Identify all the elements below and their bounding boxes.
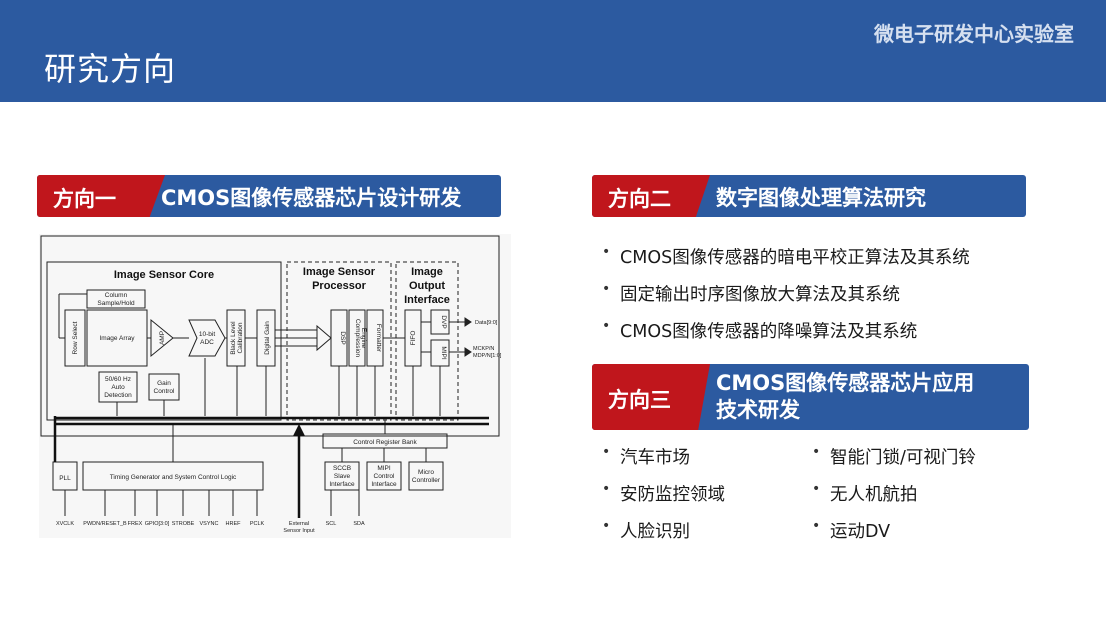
pin-scl: SCL [326,521,337,527]
list-item: 安防监控领域 [598,481,725,518]
pin-frex: FREX [128,521,143,527]
list-item: 智能门锁/可视门铃 [808,444,976,481]
header-bar: 研究方向 微电子研发中心实验室 [0,0,1106,102]
amp-label: AMP [159,331,166,345]
section2-title: 数字图像处理算法研究 [716,186,926,210]
black-level-label-2: Calibration [237,322,244,353]
micro-label-1: Micro [418,469,434,476]
compression-label-1: Compression [354,319,361,358]
list-item: CMOS图像传感器的暗电平校正算法及其系统 [598,244,970,281]
dvp-label: DVP [440,315,447,328]
compression-label-2: Engine [360,328,367,349]
section1-tag-bg [37,175,165,217]
mipi-ctrl-label-2: Control [374,473,396,480]
micro-box [408,461,444,491]
pin-sda: SDA [353,521,365,527]
list-item: 人脸识别 [598,518,725,555]
image-array-label: Image Array [99,335,135,342]
auto-label-1: 50/60 Hz [105,376,131,383]
section2-tag-bg [592,175,710,217]
row-select-label: Row Select [72,321,79,354]
mipi-out-label-1: MCKP/N [473,346,494,352]
processor-box [286,261,392,421]
output-title-3: Interface [404,294,450,306]
auto-label-3: Detection [104,392,132,399]
section3-list-right: 智能门锁/可视门铃 无人机航拍 运动DV [808,444,976,555]
block-diagram-svg: Image Sensor Core Image Sensor Processor… [40,235,502,534]
processor-title-1: Image Sensor [303,266,376,278]
section3-title-line1: CMOS图像传感器芯片应用 [716,371,975,395]
ext-input-label-2: Sensor Input [283,528,315,534]
section3-tag-bg [592,364,710,430]
lab-name: 微电子研发中心实验室 [874,22,1074,46]
pin-xvclk: XVCLK [56,521,74,527]
section1-banner: 方向一 CMOS图像传感器芯片设计研发 [37,175,501,217]
digital-gain-label: Digital Gain [264,321,271,355]
pin-pwdn: PWDN/RESET_B [83,521,127,527]
section3-title-line2: 技术研发 [716,398,800,422]
sccb-label-2: Slave [334,473,351,480]
auto-detect-box [98,371,138,403]
section3-tag: 方向三 [608,388,671,412]
adc-label-1: 10-bit [199,331,215,338]
pin-strobe: STROBE [172,521,195,527]
fifo-label: FIFO [410,331,417,346]
pin-pclk: PCLK [250,521,265,527]
sccb-label-1: SCCB [333,465,351,472]
section2-list: CMOS图像传感器的暗电平校正算法及其系统 固定输出时序图像放大算法及其系统 C… [598,244,970,355]
black-level-label-1: Black Level [230,321,237,355]
output-box [395,261,459,421]
mipi-ctrl-label-3: Interface [371,481,397,488]
column-label-2: Sample/Hold [97,300,135,307]
list-item: 无人机航拍 [808,481,976,518]
control-bank-label: Control Register Bank [353,439,417,446]
section3-banner: 方向三 CMOS图像传感器芯片应用 技术研发 [592,364,1029,430]
column-sample-box [86,289,146,309]
mipi-label: MIPI [440,346,447,360]
mipi-ctrl-label-1: MIPI [377,465,391,472]
adc-shape [188,319,226,357]
section1-tag: 方向一 [53,187,116,211]
pll-label: PLL [59,475,71,482]
list-item: CMOS图像传感器的降噪算法及其系统 [598,318,970,355]
output-title-1: Image [411,266,443,278]
column-label-1: Column [105,292,128,299]
pin-href: HREF [226,521,242,527]
ext-input-label-1: External [289,521,309,527]
list-item: 运动DV [808,518,976,555]
section3-list-left: 汽车市场 安防监控领域 人脸识别 [598,444,725,555]
section1-title: CMOS图像传感器芯片设计研发 [161,186,462,210]
list-item: 汽车市场 [598,444,725,481]
formatter-label: Formatter [375,324,382,353]
auto-label-2: Auto [111,384,125,391]
section3-title: CMOS图像传感器芯片应用 技术研发 [716,370,1016,424]
adc-label-2: ADC [200,339,214,346]
processor-title-2: Processor [312,280,367,292]
sccb-label-3: Interface [329,481,355,488]
page-title: 研究方向 [44,50,177,88]
micro-label-2: Controller [412,477,441,484]
section2-banner: 方向二 数字图像处理算法研究 [592,175,1026,217]
timing-label: Timing Generator and System Control Logi… [110,474,237,481]
core-title: Image Sensor Core [114,269,214,281]
mipi-out-label-2: MDP/N[1:0] [473,353,502,359]
pin-vsync: VSYNC [200,521,219,527]
list-item: 固定输出时序图像放大算法及其系统 [598,281,970,318]
section2-tag: 方向二 [608,187,671,211]
output-title-2: Output [409,280,445,292]
outer-frame [40,235,500,437]
gain-label-2: Control [154,388,176,395]
gain-label-1: Gain [157,380,171,387]
dsp-label: DSP [339,331,346,344]
cmos-block-diagram: Image Sensor Core Image Sensor Processor… [39,234,511,538]
pin-gpio: GPIO[3:0] [145,521,170,527]
core-box [46,261,282,421]
data-out-label: Data[9:0] [475,320,498,326]
gain-control-box [148,373,180,401]
